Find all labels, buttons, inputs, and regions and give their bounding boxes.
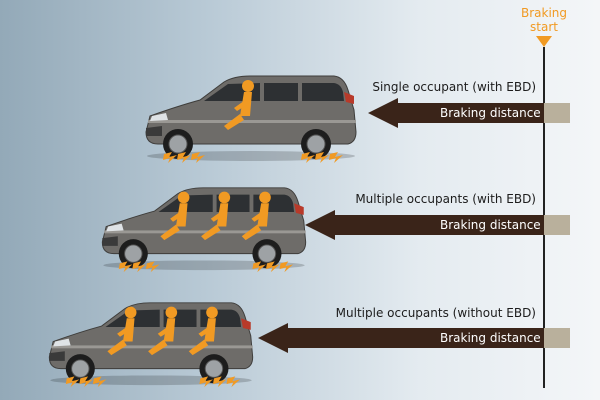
car-headlight <box>53 338 71 347</box>
row-1-braking-arrow <box>368 98 570 128</box>
car-hub-2 <box>204 359 224 378</box>
car-hub-1 <box>124 244 143 263</box>
spark-icon-5 <box>315 152 329 163</box>
car-hub-2 <box>257 244 277 263</box>
car-trim <box>148 120 356 123</box>
car-trim <box>51 345 253 349</box>
car-hub-1 <box>71 359 90 378</box>
row-3-car <box>48 302 254 388</box>
row-3-arrow-shape <box>258 323 570 353</box>
spark-icon-6 <box>329 152 343 163</box>
car-window-middle <box>264 83 298 101</box>
occupant-1 <box>160 191 190 241</box>
spark-icon-1 <box>65 376 80 388</box>
car-window-rear <box>302 83 344 101</box>
spark-icon-6 <box>279 261 294 273</box>
row-2-arrow-shape <box>305 210 570 240</box>
spark-icon-4 <box>199 376 213 388</box>
braking-start-line1: Braking <box>520 6 568 20</box>
car-taillight <box>294 203 304 215</box>
row-2-arrow-tail <box>544 215 570 235</box>
row-1-car <box>145 75 357 163</box>
row-3-bar-label: Braking distance <box>440 331 541 345</box>
occupant-1 <box>224 80 254 130</box>
car-taillight <box>241 318 251 330</box>
row-3-braking-arrow <box>258 323 570 353</box>
spark-icon-2 <box>177 152 191 163</box>
car-hub-1 <box>168 134 188 154</box>
row-2-bar-label: Braking distance <box>440 218 541 232</box>
spark-icon-4 <box>252 261 266 273</box>
spark-icon-4 <box>301 152 315 163</box>
spark-icon-1 <box>118 261 133 273</box>
row-2-braking-arrow <box>305 210 570 240</box>
spark-icon-5 <box>265 261 280 273</box>
car-headlight <box>106 223 124 232</box>
row-1-bar-label: Braking distance <box>440 106 541 120</box>
spark-icon-3 <box>145 261 160 273</box>
car-grille <box>49 351 65 361</box>
row-2-label: Multiple occupants (with EBD) <box>355 192 536 206</box>
row-1-label: Single occupant (with EBD) <box>372 80 536 94</box>
car-hub-2 <box>306 134 326 154</box>
car-taillight <box>344 92 354 104</box>
spark-icon-2 <box>132 261 146 273</box>
occupant-1 <box>107 306 137 356</box>
car-trim <box>104 230 306 234</box>
row-2-car <box>101 187 307 273</box>
row-1-arrow-shape <box>368 98 570 128</box>
row-3-label: Multiple occupants (without EBD) <box>335 306 536 320</box>
spark-icon-2 <box>79 376 93 388</box>
spark-icon-5 <box>212 376 227 388</box>
car-grille <box>102 236 118 246</box>
row-3-arrow-tail <box>544 328 570 348</box>
spark-icon-3 <box>191 152 205 163</box>
spark-icon-3 <box>92 376 107 388</box>
braking-start-line2: start <box>530 20 558 34</box>
car-headlight <box>150 113 168 121</box>
spark-icon-6 <box>226 376 241 388</box>
row-1-arrow-tail <box>544 103 570 123</box>
spark-icon-1 <box>163 152 177 163</box>
braking-start-marker-icon <box>536 36 552 47</box>
braking-start-label: Braking start <box>512 6 576 34</box>
car-grille <box>146 126 162 136</box>
